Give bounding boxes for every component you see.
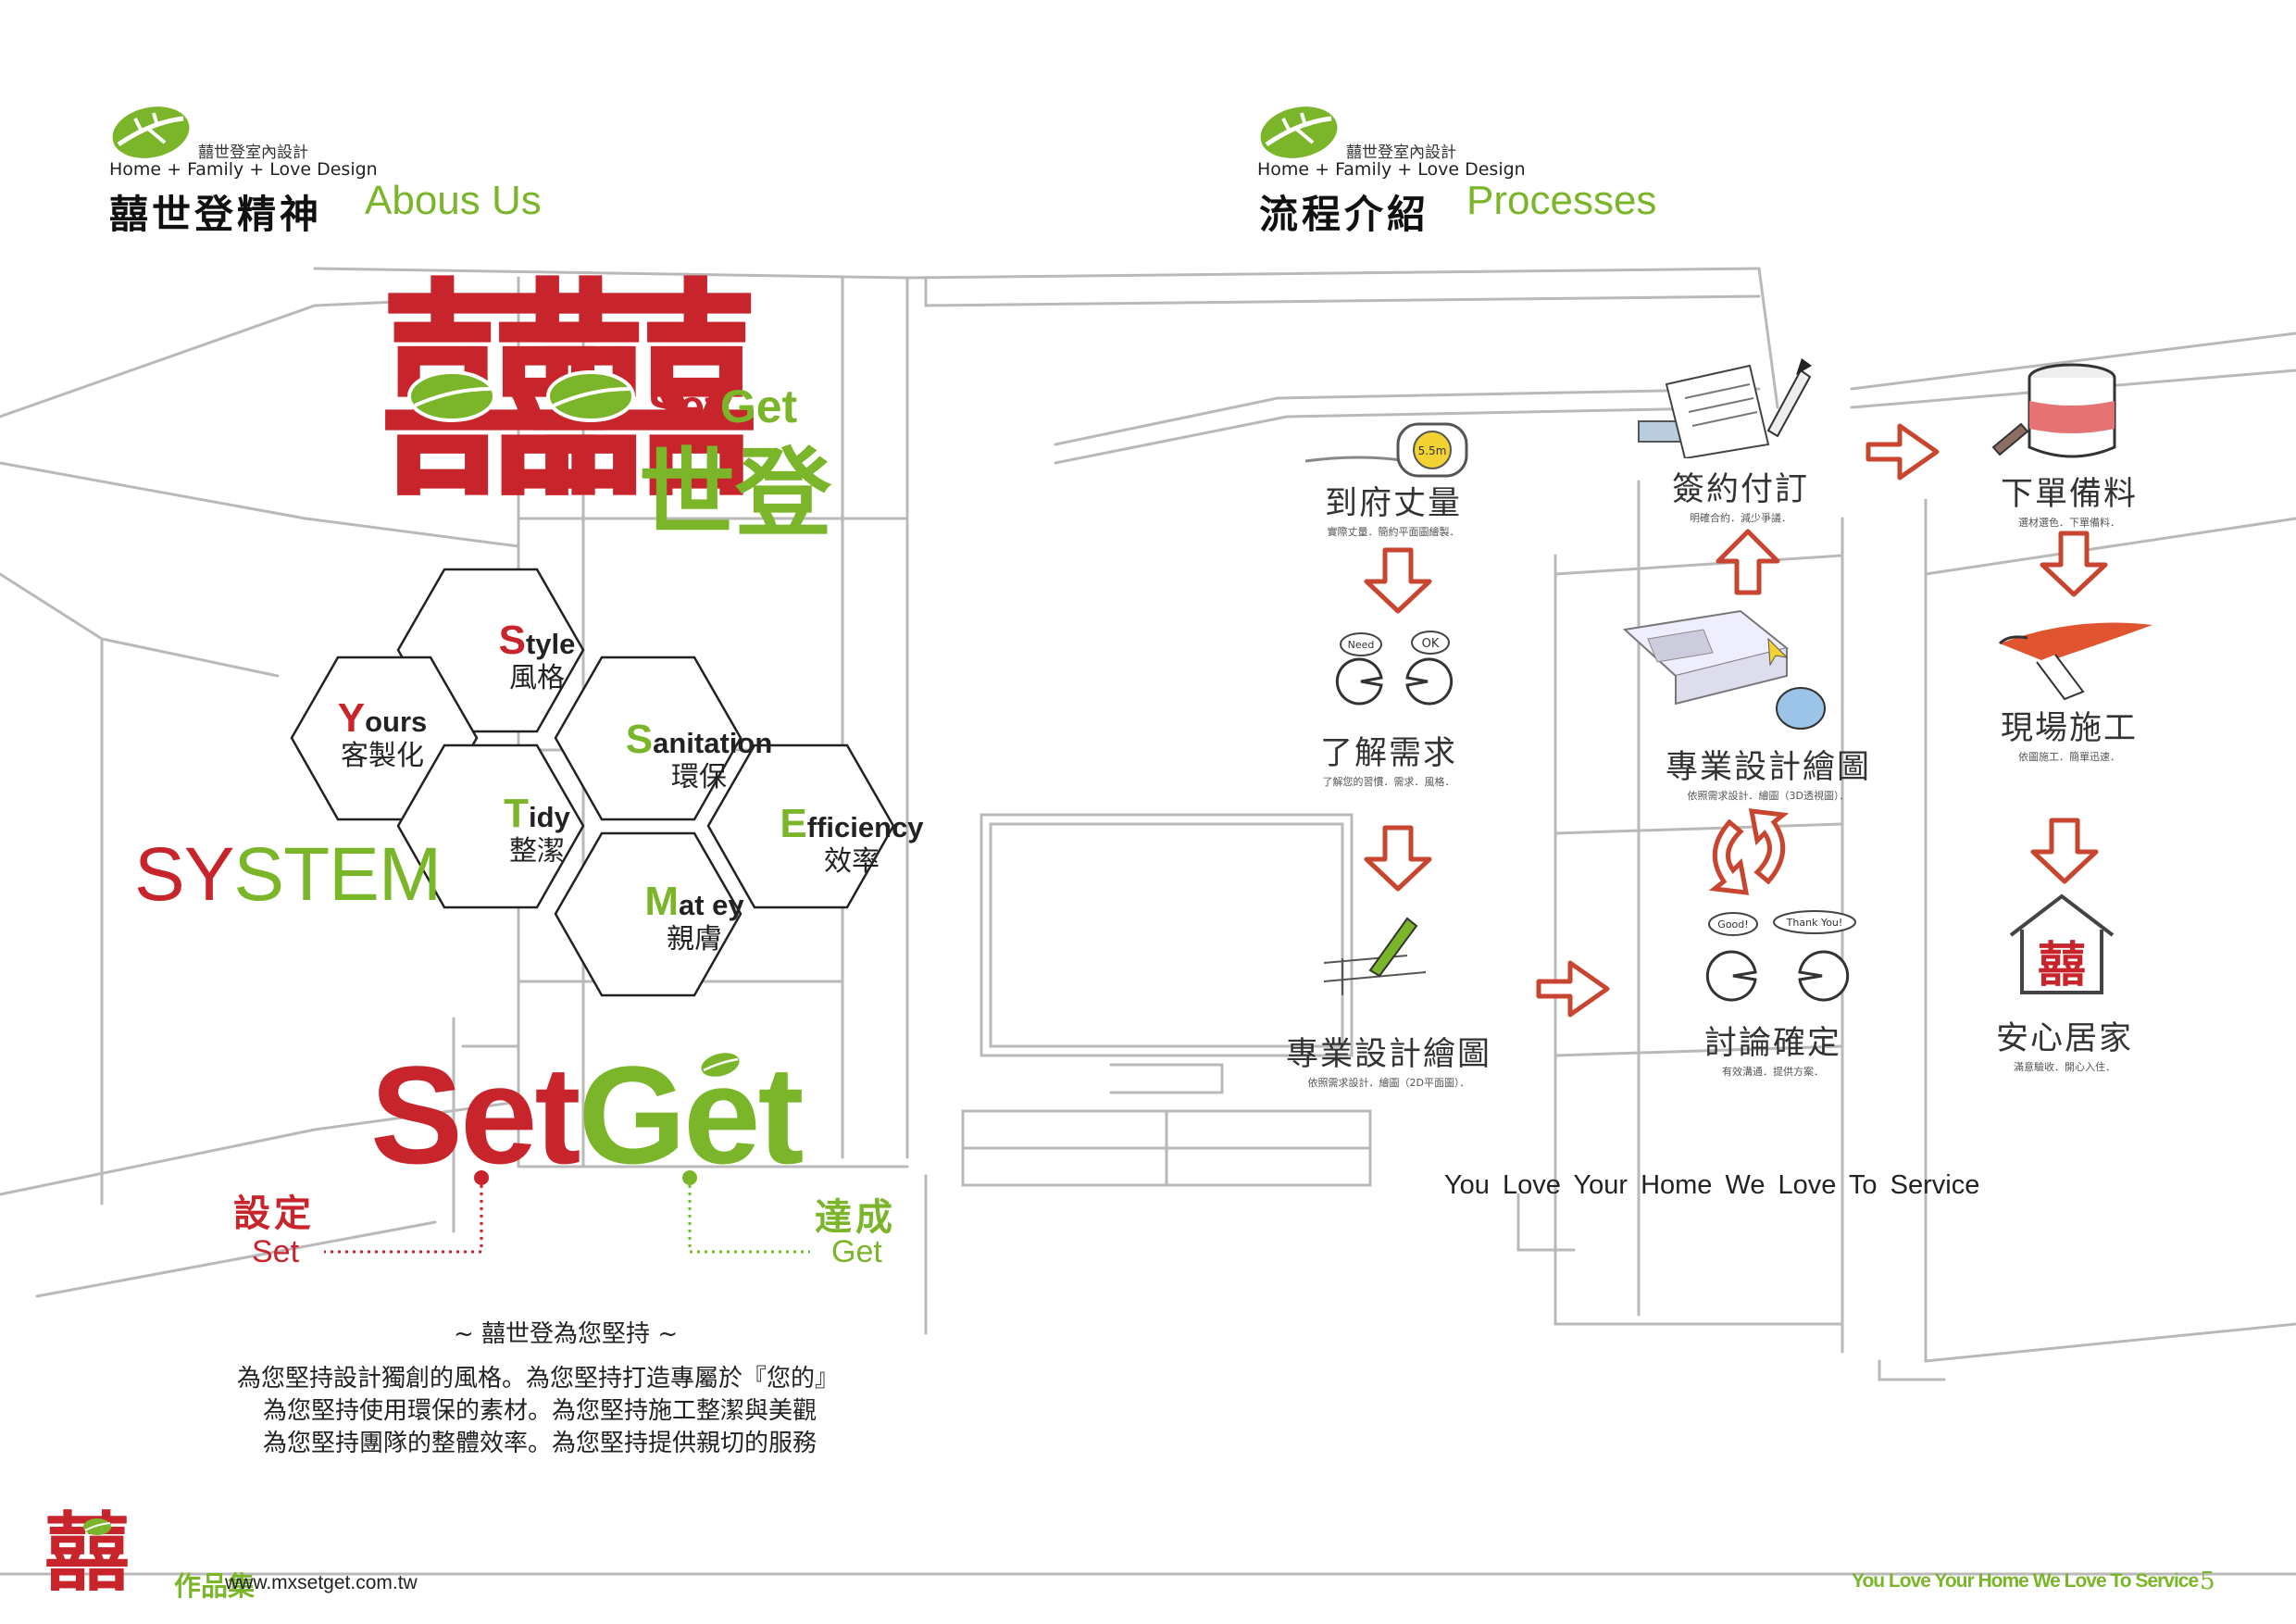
svg-text:OK: OK	[1422, 637, 1440, 651]
paint-can-brush-icon	[1991, 363, 2116, 458]
arrow-down-icon	[1366, 550, 1429, 611]
arrow-down-icon	[1366, 828, 1429, 889]
arrow-right-icon	[1866, 423, 1940, 481]
svg-text:Thank You!: Thank You!	[1786, 917, 1843, 929]
cycle-arrows-icon	[1708, 808, 1790, 895]
process-step: 專業設計繪圖 依照需求設計．繪圖（2D平面圖）．	[1285, 1036, 1491, 1089]
drafting-pen-icon	[1323, 917, 1427, 995]
set-label-zh: 設定	[233, 1192, 315, 1235]
hexagon-sanitation	[554, 656, 742, 821]
hexagon-grid	[290, 568, 895, 997]
3d-floorplan-mouse-icon	[1622, 609, 1826, 730]
shideng-wordmark: 世登	[639, 437, 832, 550]
hex-matey-label: Mat ey 親膚	[644, 879, 744, 956]
process-step: 簽約付訂 明確合約．減少爭議．	[1671, 471, 1809, 524]
brand-tagline: Home + Family + Love Design	[1257, 159, 1526, 180]
page-title-zh: 囍世登精神	[109, 192, 323, 237]
section-title-en: Processes	[1466, 178, 1657, 223]
svg-text:囍: 囍	[2038, 938, 2086, 993]
insist-line: 為您堅持使用環保的素材。為您堅持施工整潔與美觀	[263, 1397, 817, 1425]
contract-pen-icon	[1638, 358, 1812, 458]
xi-logo: 囍 囍	[380, 278, 842, 537]
hex-efficiency-label: Efficiency 效率	[780, 801, 924, 879]
get-label-zh: 達成	[815, 1195, 896, 1239]
home-xi-icon: 囍	[2009, 893, 2115, 994]
page-title-en: Abous Us	[365, 178, 542, 223]
hexagon-efficiency	[706, 743, 895, 909]
setget-wordmark-small: SetGet	[648, 381, 798, 432]
section-title-zh: 流程介紹	[1259, 192, 1430, 237]
arrow-up-icon	[1716, 529, 1780, 595]
insist-title: ~ 囍世登為您堅持 ~	[454, 1320, 679, 1348]
hexagon-matey	[554, 831, 742, 997]
get-label-en: Get	[831, 1234, 882, 1269]
set-label-en: Set	[252, 1234, 300, 1269]
arrow-right-icon	[1536, 960, 1610, 1018]
system-wordmark: SYSTEM	[134, 832, 442, 917]
company-name: 囍世登室內設計	[198, 144, 308, 162]
arrow-down-icon	[2042, 533, 2105, 594]
footer-works-label: 作品集	[174, 1570, 256, 1602]
chat-faces-icon: Need OK	[1335, 631, 1454, 706]
leaf-icon	[407, 370, 496, 422]
trowel-icon	[1998, 622, 2152, 701]
hex-yours-label: Yours 客製化	[337, 695, 428, 773]
leaf-logo-icon	[1260, 106, 1338, 158]
process-step: 到府丈量 實際丈量．簡約平面圖繪製．	[1324, 485, 1462, 538]
hex-sanitation-label: Sanitation 環保	[625, 717, 773, 794]
arrow-down-icon	[2033, 820, 2096, 881]
footer-slogan: You Love Your Home We Love To Service	[1852, 1570, 2199, 1592]
leaf-icon	[546, 370, 635, 422]
leaf-logo-icon	[112, 106, 190, 158]
leaf-icon	[83, 1518, 111, 1535]
hex-style-label: Style 風格	[498, 618, 576, 695]
process-slogan: You Love Your Home We Love To Service	[1444, 1170, 1980, 1200]
process-step: 現場施工 依圖施工．簡單迅速．	[2000, 710, 2138, 763]
setget-wordmark-large: SetGet	[370, 1037, 805, 1193]
insist-line: 為您堅持設計獨創的風格。為您堅持打造專屬於『您的』	[237, 1365, 840, 1393]
svg-text:5.5m: 5.5m	[1418, 444, 1447, 457]
process-step: 討論確定 有效溝通．提供方案．	[1703, 1025, 1841, 1078]
hexagon-tidy	[396, 743, 585, 909]
brand-tagline: Home + Family + Love Design	[109, 159, 378, 180]
process-step: 了解需求 了解您的習慣．需求．風格．	[1319, 735, 1457, 788]
process-step: 安心居家 滿意驗收．開心入住．	[1995, 1020, 2133, 1073]
setget-connectors	[324, 1170, 810, 1254]
process-step: 專業設計繪圖 依照需求設計．繪圖（3D透視圖）．	[1665, 749, 1871, 802]
svg-text:Good!: Good!	[1717, 918, 1748, 931]
footer-website-link[interactable]: www.mxsetget.com.tw	[225, 1572, 418, 1593]
process-step: 下單備料 選材選色．下單備料．	[2000, 476, 2138, 529]
tape-measure-icon: 5.5m	[1304, 422, 1468, 478]
agreement-faces-icon: Good! Thank You!	[1705, 910, 1856, 1002]
page-number: 5	[2200, 1568, 2215, 1595]
hex-tidy-label: Tidy 整潔	[504, 791, 570, 868]
company-name: 囍世登室內設計	[1346, 144, 1456, 162]
process-arrows	[1204, 423, 2296, 1018]
insist-line: 為您堅持團隊的整體效率。為您堅持提供親切的服務	[263, 1430, 817, 1457]
leaf-icon	[701, 1053, 740, 1077]
svg-text:Need: Need	[1348, 639, 1375, 651]
